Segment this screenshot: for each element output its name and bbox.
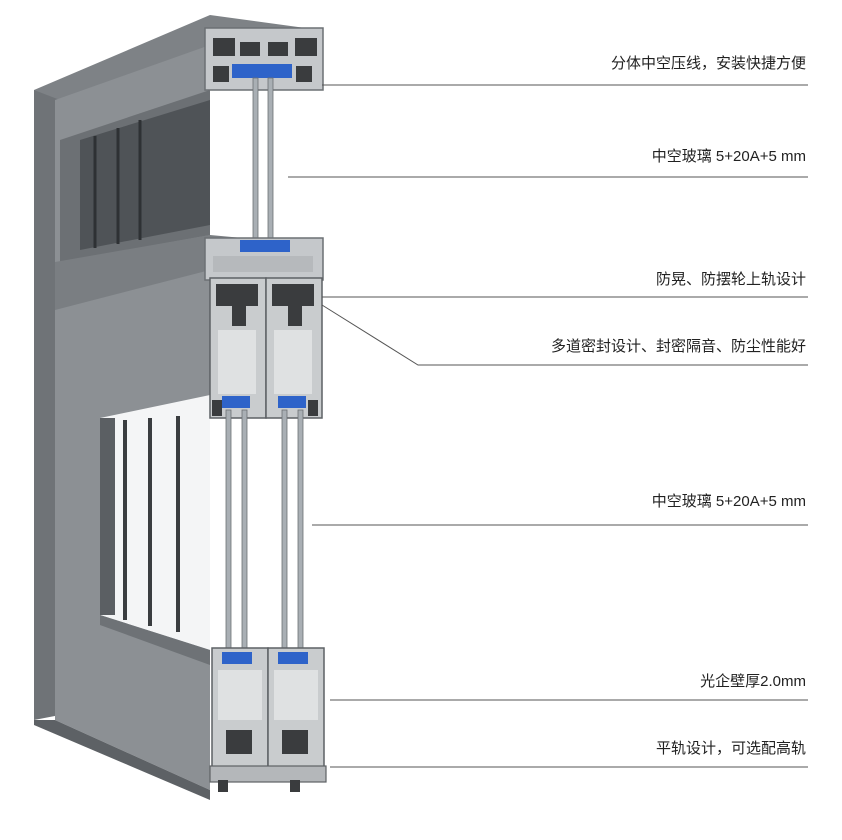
frame-bottom-edge [34,720,210,800]
lower-sill-face [100,615,210,665]
lower-opening-jamb [100,418,115,615]
callout-wall-thickness: 光企壁厚2.0mm [700,673,806,690]
callout-flat-rail: 平轨设计，可选配高轨 [655,740,806,757]
top-gasket [232,64,292,78]
bottom-gasket-right [278,652,308,664]
bottom-gasket-left [222,652,252,664]
upper-sash-rail [209,277,323,419]
upper-glass-unit [252,77,274,244]
callout-sealing: 多道密封设计、封密隔音、防尘性能好 [550,338,806,355]
leader-lines [288,84,808,768]
lower-opening [100,395,210,650]
frame-main-face [34,90,60,720]
sash-gasket-left [222,396,250,408]
leader-sealing [321,304,808,366]
callout-pressure-line: 分体中空压线，安装快捷方便 [610,55,806,72]
transom-profile [204,237,324,281]
sash-gasket-right [278,396,306,408]
callout-lower-glass: 中空玻璃 5+20A+5 mm [651,493,806,510]
upper-opening-inner [80,100,210,250]
transom-gasket [240,240,290,252]
callout-upper-rail: 防晃、防摆轮上轨设计 [655,271,806,288]
top-profile [204,27,324,91]
lower-glass-unit [225,409,304,656]
callout-upper-glass: 中空玻璃 5+20A+5 mm [651,148,806,165]
bottom-profile [209,647,327,792]
